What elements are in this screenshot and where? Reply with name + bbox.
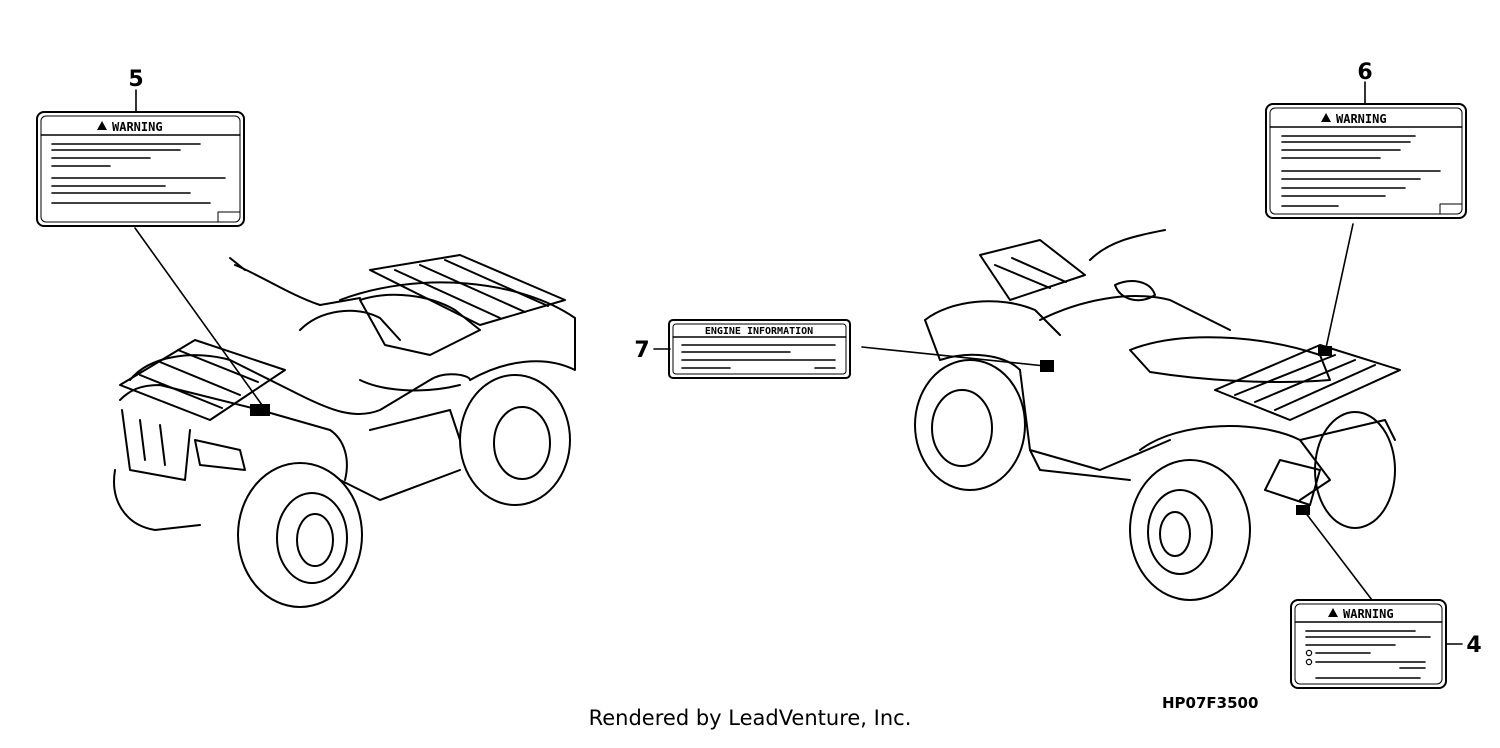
warning-label-6 (1265, 103, 1467, 219)
label-5-title: WARNING (112, 120, 163, 134)
atv-rear-view (653, 81, 1463, 645)
callout-5: 5 (128, 67, 143, 92)
render-credit: Rendered by LeadVenture, Inc. (588, 706, 912, 730)
warning-triangle-icon (97, 121, 107, 130)
warning-label-4 (1290, 599, 1447, 689)
callout-4: 4 (1466, 633, 1481, 658)
callout-7: 7 (634, 338, 649, 363)
label-7-title: ENGINE INFORMATION (705, 326, 813, 337)
warning-triangle-icon (1328, 608, 1338, 617)
callout-6: 6 (1357, 60, 1372, 85)
warning-triangle-icon (1321, 113, 1331, 122)
label-4-title: WARNING (1343, 607, 1394, 621)
info-label-7 (668, 319, 851, 379)
label-6-title: WARNING (1336, 112, 1387, 126)
atv-front-view (113, 89, 576, 608)
warning-label-5 (36, 111, 245, 227)
diagram-code: HP07F3500 (1162, 694, 1259, 712)
